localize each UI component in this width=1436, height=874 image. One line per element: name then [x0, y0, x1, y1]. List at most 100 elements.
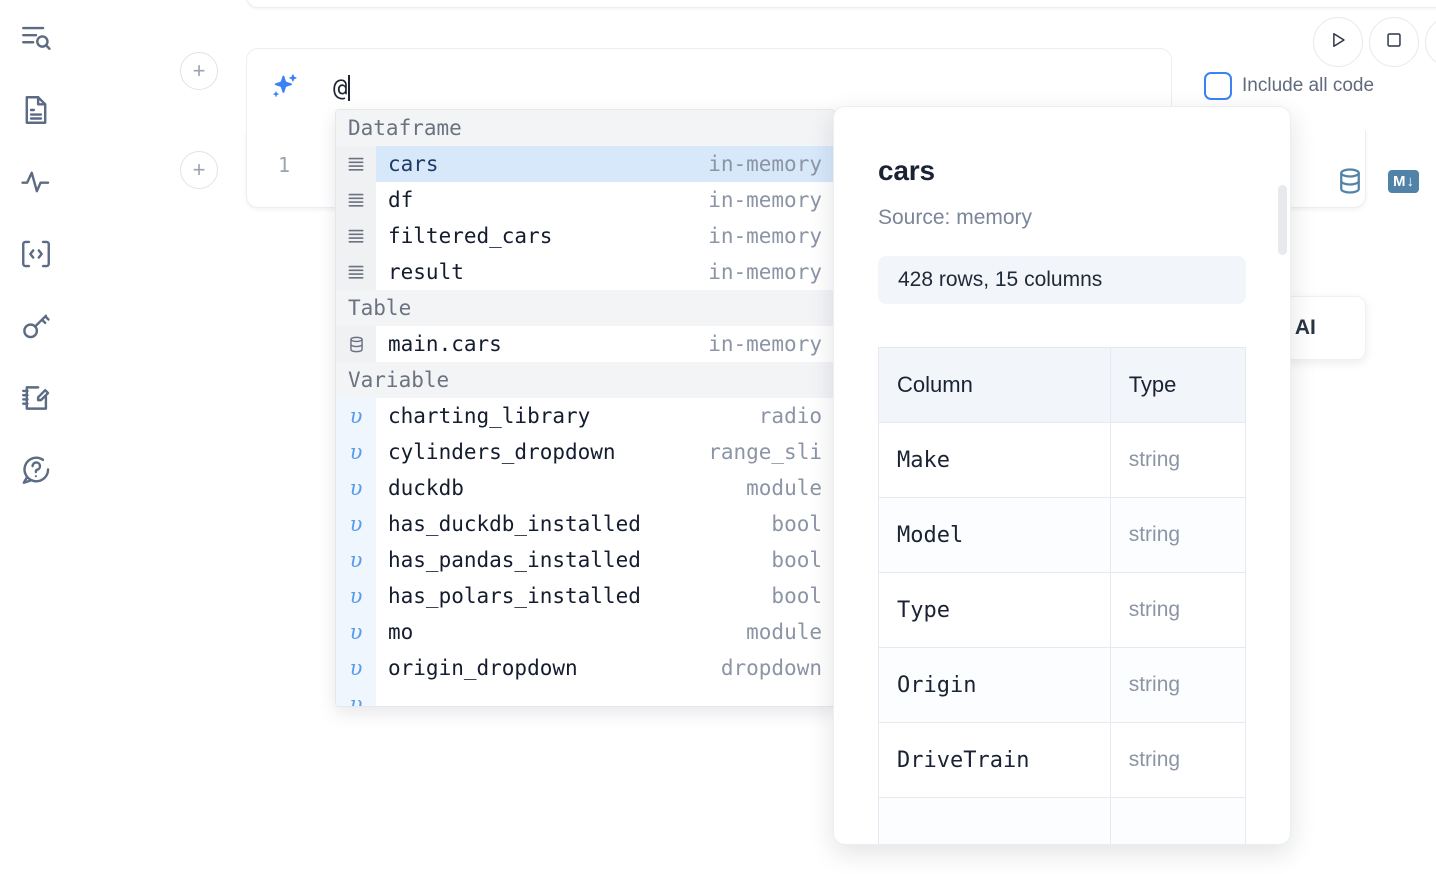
- sidebar-item-help[interactable]: [14, 448, 58, 492]
- variable-icon: υ: [336, 542, 376, 578]
- sidebar-item-notebook[interactable]: [14, 88, 58, 132]
- preview-column-type: string: [1128, 523, 1181, 546]
- autocomplete-item-name: duckdb: [388, 476, 464, 500]
- include-all-code-checkbox[interactable]: [1204, 72, 1232, 100]
- plus-icon: +: [192, 157, 206, 182]
- autocomplete-item-kind: radio: [758, 404, 822, 428]
- include-all-code-label: Include all code: [1242, 75, 1375, 96]
- code-brackets-icon: [19, 237, 53, 271]
- variable-icon: υ: [336, 470, 376, 506]
- autocomplete-item[interactable]: result in-memory: [336, 254, 834, 290]
- autocomplete-item-name: cylinders_dropdown: [388, 440, 616, 464]
- preview-column-name: Origin: [879, 648, 1111, 722]
- preview-scrollbar[interactable]: [1278, 185, 1287, 255]
- play-icon: [1327, 29, 1349, 56]
- code-line-number: 1: [277, 153, 290, 177]
- variable-icon: υ: [336, 398, 376, 434]
- add-cell-button-top[interactable]: +: [180, 52, 218, 90]
- preview-table-row: Model string: [879, 498, 1245, 573]
- markdown-arrow-icon: ↓: [1406, 173, 1415, 190]
- search-lines-icon: [19, 21, 53, 55]
- plus-icon: +: [192, 58, 206, 83]
- sidebar-item-activity[interactable]: [14, 160, 58, 204]
- add-cell-button-bottom[interactable]: +: [180, 151, 218, 189]
- autocomplete-item-partial[interactable]: υ: [336, 686, 834, 706]
- table-db-icon: [336, 326, 376, 362]
- dataframe-icon: [336, 218, 376, 254]
- autocomplete-item-kind: module: [746, 476, 822, 500]
- autocomplete-section-header: Variable: [336, 362, 834, 398]
- autocomplete-item-kind: module: [746, 620, 822, 644]
- preview-table-row: DriveTrain string: [879, 723, 1245, 798]
- autocomplete-item-kind: range_sli: [708, 440, 822, 464]
- autocomplete-item[interactable]: df in-memory: [336, 182, 834, 218]
- stop-square-icon: [1383, 29, 1405, 56]
- activity-pulse-icon: [19, 165, 53, 199]
- stop-cell-button[interactable]: [1369, 17, 1419, 67]
- autocomplete-item-name: result: [388, 260, 464, 284]
- sidebar-item-snippets[interactable]: [14, 232, 58, 276]
- autocomplete-item[interactable]: υ has_pandas_installed bool: [336, 542, 834, 578]
- database-icon[interactable]: [1333, 164, 1367, 198]
- preview-column-type: string: [1128, 673, 1181, 696]
- markdown-badge[interactable]: M↓: [1388, 170, 1419, 193]
- autocomplete-item-kind: in-memory: [708, 332, 822, 356]
- autocomplete-item-kind: in-memory: [708, 188, 822, 212]
- autocomplete-item-kind: in-memory: [708, 260, 822, 284]
- include-all-code-row[interactable]: Include all code: [1204, 72, 1374, 100]
- autocomplete-item-name: has_pandas_installed: [388, 548, 641, 572]
- run-cell-button[interactable]: [1313, 17, 1363, 67]
- key-icon: [19, 309, 53, 343]
- preview-column-type: string: [1128, 748, 1181, 771]
- dataframe-icon: [336, 254, 376, 290]
- preview-table-header-cell: Column: [879, 348, 1111, 422]
- variable-icon: υ: [336, 614, 376, 650]
- question-chat-icon: [19, 453, 53, 487]
- left-sidebar: [0, 0, 72, 874]
- autocomplete-item[interactable]: main.cars in-memory: [336, 326, 834, 362]
- dataframe-icon: [336, 182, 376, 218]
- autocomplete-item-name: cars: [388, 152, 439, 176]
- document-icon: [19, 93, 53, 127]
- preview-column-name: Model: [879, 498, 1111, 572]
- autocomplete-item-kind: in-memory: [708, 224, 822, 248]
- more-actions-button[interactable]: [1425, 17, 1436, 67]
- sidebar-item-scratchpad[interactable]: [14, 376, 58, 420]
- autocomplete-section-header: Table: [336, 290, 834, 326]
- preview-column-name: Type: [879, 573, 1111, 647]
- autocomplete-section-header: Dataframe: [336, 110, 834, 146]
- autocomplete-item-name: main.cars: [388, 332, 502, 356]
- autocomplete-item-name: has_duckdb_installed: [388, 512, 641, 536]
- preview-table-row-partial: [879, 798, 1245, 844]
- preview-title: cars: [878, 155, 935, 186]
- autocomplete-item-name: df: [388, 188, 414, 212]
- autocomplete-item-kind: bool: [771, 548, 822, 572]
- ai-prompt-input[interactable]: @: [333, 70, 351, 106]
- variable-icon: υ: [336, 650, 376, 686]
- preview-column-name: Make: [879, 423, 1111, 497]
- variable-icon: υ: [336, 506, 376, 542]
- autocomplete-item-kind: dropdown: [720, 656, 822, 680]
- sidebar-item-explore[interactable]: [14, 16, 58, 60]
- autocomplete-item-kind: bool: [771, 584, 822, 608]
- sidebar-item-secrets[interactable]: [14, 304, 58, 348]
- previous-cell[interactable]: [246, 0, 1436, 8]
- text-caret: [348, 75, 351, 101]
- preview-column-name: DriveTrain: [879, 723, 1111, 797]
- dataframe-icon: [336, 146, 376, 182]
- ai-prompt-value: @: [333, 74, 348, 102]
- preview-source: Source: memory: [878, 206, 1033, 229]
